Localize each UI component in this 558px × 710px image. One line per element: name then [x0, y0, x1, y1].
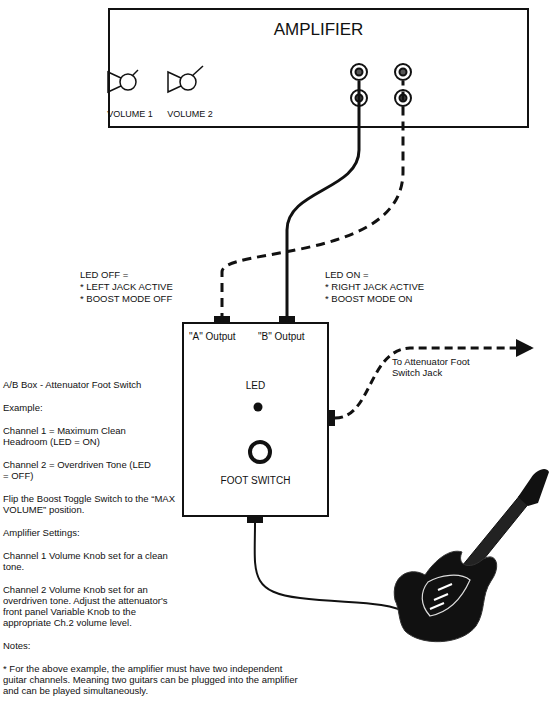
attenuator-label: To Attenuator Foot Switch Jack [392, 356, 492, 378]
ab-box: "A" Output "B" OutputLED FOOT SWITCH [182, 322, 329, 517]
output-label: "B" Output [258, 331, 305, 343]
instruction-text: A/B Box - Attenuator Foot Switch [3, 379, 181, 390]
amplifier-box: AMPLIFIER VOLUME 1 VOLUME 2 [108, 8, 529, 128]
volume-knob [108, 66, 203, 92]
led-state-note: * LEFT JACK ACTIVE [80, 281, 173, 292]
output-label: "A" Output [189, 331, 236, 343]
foot-switch-label: FOOT SWITCH [184, 475, 327, 487]
instruction-text: Example: [3, 402, 181, 413]
instruction-text: Channel 2 Volume Knob set for an overdri… [3, 584, 181, 628]
instruction-text: * For the above example, the amplifier m… [3, 663, 303, 696]
amplifier-title: AMPLIFIER [110, 20, 527, 40]
led [254, 403, 263, 412]
volume-label: VOLUME 2 [167, 109, 213, 119]
instruction-text: Channel 2 = Overdriven Tone (LED = OFF) [3, 459, 153, 481]
led-state-note: LED OFF = [80, 269, 128, 280]
led-state-note: LED ON = [325, 269, 369, 280]
instruction-text: Notes: [3, 640, 303, 651]
led-label: LED [184, 380, 327, 392]
led-state-note: * BOOST MODE OFF [80, 293, 172, 304]
instruction-text: Channel 1 = Maximum Clean Headroom (LED … [3, 425, 153, 447]
attenuator-cable [335, 348, 532, 418]
led-state-note: * RIGHT JACK ACTIVE [325, 281, 424, 292]
guitar [394, 469, 549, 642]
volume-label: VOLUME 1 [107, 109, 153, 119]
instruction-text: Amplifier Settings: [3, 527, 181, 538]
led-state-note: * BOOST MODE ON [325, 293, 412, 304]
instruction-text: Flip the Boost Toggle Switch to the “MAX… [3, 493, 181, 515]
box-jack [214, 316, 335, 523]
instruction-text: Channel 1 Volume Knob set for a clean to… [3, 550, 181, 572]
foot-switch [250, 442, 270, 462]
guitar-cable [255, 523, 410, 614]
